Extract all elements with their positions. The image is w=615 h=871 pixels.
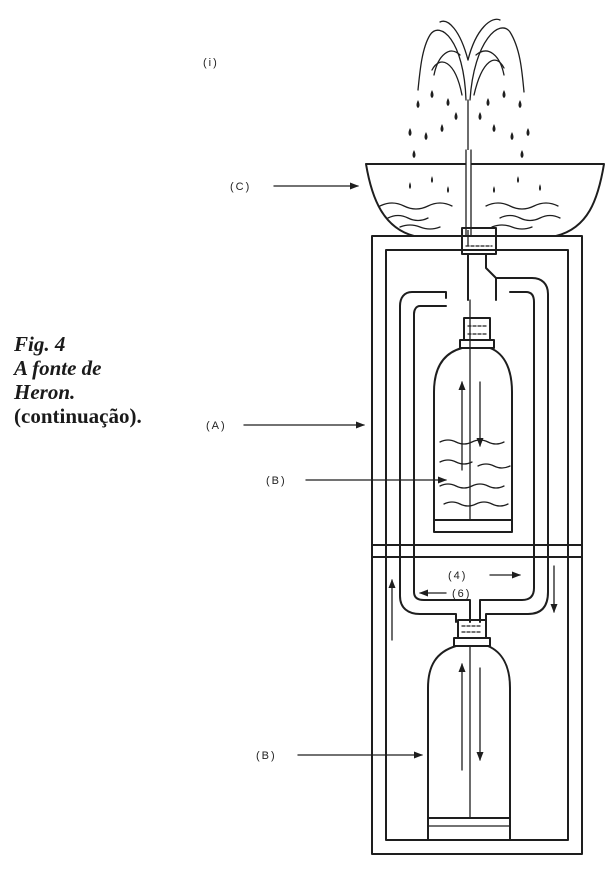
basin-label: (C)	[230, 181, 251, 193]
lower-bottle-label: (B)	[256, 750, 277, 762]
figure-title-line1: A fonte de	[14, 356, 102, 380]
tube-right-label: (4)	[448, 570, 467, 582]
wooden-frame	[371, 235, 583, 855]
left-tube	[399, 291, 471, 623]
upper-bottle-label: (B)	[266, 475, 287, 487]
tube-left-label: (6)	[452, 588, 471, 600]
panel-label: (i)	[203, 57, 219, 69]
figure-caption: Fig. 4 A fonte de Heron. (continuação).	[14, 332, 184, 428]
flow-arrows	[388, 565, 558, 641]
label-pointers	[243, 182, 447, 759]
upper-bottle	[433, 299, 513, 533]
water-droplets	[408, 90, 530, 158]
top-connector	[461, 227, 497, 301]
lower-bottle	[427, 619, 511, 841]
figure-number: Fig. 4	[14, 332, 66, 356]
figure-title-line2: Heron.	[14, 380, 76, 404]
figure-title-line3: (continuação).	[14, 404, 142, 428]
basin	[365, 149, 605, 237]
frame-label: (A)	[206, 420, 227, 432]
right-tube	[479, 277, 549, 623]
